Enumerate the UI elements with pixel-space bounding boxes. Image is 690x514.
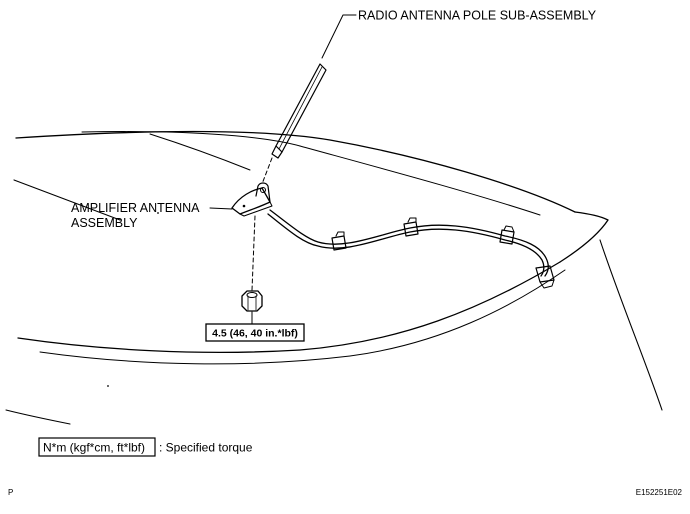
torque-spec-text: 4.5 (46, 40 in.*lbf)	[212, 328, 298, 340]
legend-description: : Specified torque	[159, 441, 253, 455]
pole-leader-line	[321, 14, 357, 59]
amplifier-leader-line	[209, 207, 233, 210]
amplifier-label-line2: ASSEMBLY	[71, 216, 138, 230]
pole-label: RADIO ANTENNA POLE SUB-ASSEMBLY	[358, 9, 597, 23]
cable-clamps	[331, 217, 555, 289]
corner-mark-left: P	[8, 488, 13, 497]
torque-spec-box	[205, 323, 305, 342]
nut-alignment-line	[251, 215, 256, 291]
mounting-nut	[241, 290, 263, 312]
radio-antenna-pole	[271, 63, 327, 159]
legend-box	[38, 437, 156, 457]
vehicle-roof-outline	[5, 130, 663, 425]
drawing-code: E152251E02	[636, 488, 683, 497]
legend-unit-text: N*m (kgf*cm, ft*lbf)	[43, 441, 145, 455]
amplifier-antenna-assembly	[231, 182, 273, 217]
pole-alignment-line	[261, 157, 273, 185]
antenna-cable	[267, 209, 549, 277]
amplifier-label-line1: AMPLIFIER ANTENNA	[71, 201, 200, 215]
